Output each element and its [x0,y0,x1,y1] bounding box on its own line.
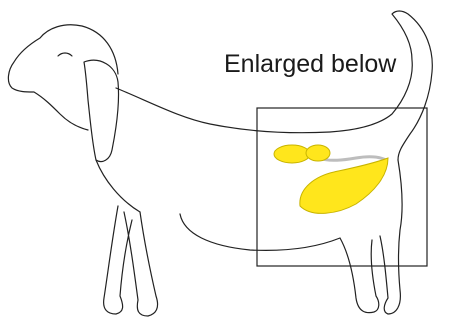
organs [274,145,388,213]
dog-chest [96,160,140,212]
organ-left [274,145,310,163]
dog-ear [84,60,119,161]
dog-eye [58,53,72,56]
enlarged-below-caption: Enlarged below [224,52,396,77]
organ-large [300,158,388,213]
dog-front-legs [104,206,158,316]
dog-back [116,11,432,160]
organ-middle [306,145,330,161]
dog-head [8,25,118,130]
